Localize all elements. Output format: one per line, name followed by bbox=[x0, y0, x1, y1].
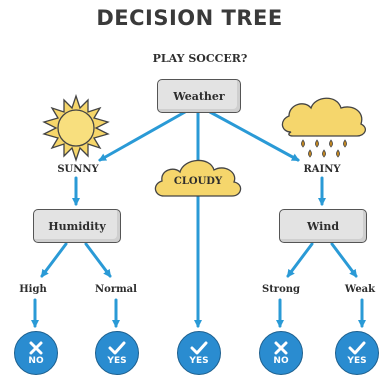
diagram-title: DECISION TREE bbox=[96, 6, 283, 30]
outcome-text: NO bbox=[273, 356, 289, 366]
checkmark-icon bbox=[348, 341, 366, 355]
branch-label-normal: Normal bbox=[95, 284, 137, 295]
branch-label-strong: Strong bbox=[261, 284, 301, 295]
arrow-weather-sunny bbox=[98, 110, 187, 162]
branch-label-high: High bbox=[19, 284, 47, 295]
cloud-icon bbox=[154, 159, 242, 197]
outcome-badge-strong: NO bbox=[259, 331, 303, 375]
branch-label-sunny: SUNNY bbox=[57, 164, 99, 175]
arrow-humidity-high bbox=[40, 242, 68, 278]
x-mark-icon bbox=[274, 341, 288, 355]
humidity-node: Humidity bbox=[33, 209, 121, 243]
outcome-badge-high: NO bbox=[14, 331, 58, 375]
branch-label-rainy: RAINY bbox=[303, 164, 341, 175]
outcome-text: YES bbox=[189, 356, 209, 366]
arrow-humidity-normal bbox=[84, 242, 112, 278]
arrow-wind-weak bbox=[330, 242, 358, 278]
branch-label-weak: Weak bbox=[344, 284, 376, 295]
outcome-text: NO bbox=[28, 356, 44, 366]
checkmark-icon bbox=[190, 341, 208, 355]
question-label: PLAY SOCCER? bbox=[152, 52, 248, 65]
wind-node: Wind bbox=[279, 209, 367, 243]
outcome-text: YES bbox=[347, 356, 367, 366]
outcome-badge-cloudy: YES bbox=[177, 331, 221, 375]
weather-node: Weather bbox=[157, 79, 241, 113]
outcome-badge-weak: YES bbox=[335, 331, 379, 375]
arrow-wind-strong bbox=[286, 242, 314, 278]
x-mark-icon bbox=[29, 341, 43, 355]
outcome-text: YES bbox=[107, 356, 127, 366]
branch-label-cloudy: CLOUDY bbox=[173, 176, 223, 187]
outcome-badge-normal: YES bbox=[95, 331, 139, 375]
rain-cloud-icon bbox=[281, 97, 366, 158]
arrow-weather-rainy bbox=[208, 110, 300, 162]
checkmark-icon bbox=[108, 341, 126, 355]
sun-icon bbox=[42, 94, 110, 162]
